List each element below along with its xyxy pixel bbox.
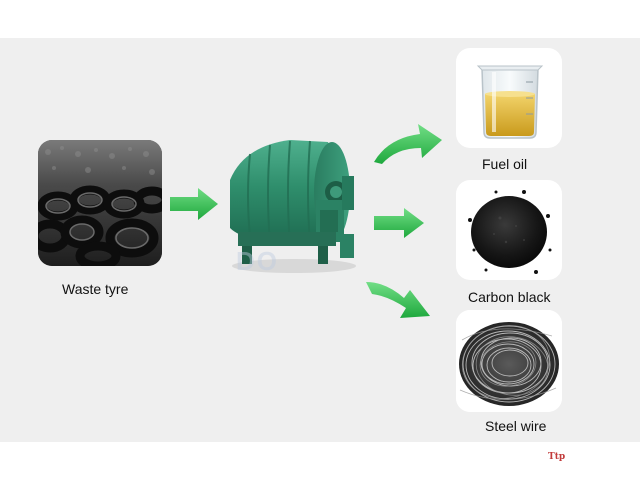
- fuel-oil-label: Fuel oil: [482, 156, 528, 172]
- carbon-black-label: Carbon black: [468, 289, 551, 305]
- oil-beaker-icon: [456, 48, 562, 148]
- steel-wire-label: Steel wire: [485, 418, 547, 434]
- carbon-powder-icon: [456, 180, 562, 280]
- output-arrow-bottom-icon: [366, 282, 430, 318]
- pyrolysis-reactor-icon: [230, 140, 356, 273]
- wire-coil-icon: [456, 310, 562, 412]
- faint-logo: DO: [236, 246, 279, 276]
- output-arrow-middle-icon: [374, 208, 424, 238]
- watermark: Ttp: [548, 452, 566, 462]
- output-arrow-top-icon: [374, 124, 442, 164]
- waste-tyre-label: Waste tyre: [62, 281, 129, 297]
- tyre-pile-icon: [38, 140, 162, 266]
- input-arrow-icon: [170, 188, 218, 220]
